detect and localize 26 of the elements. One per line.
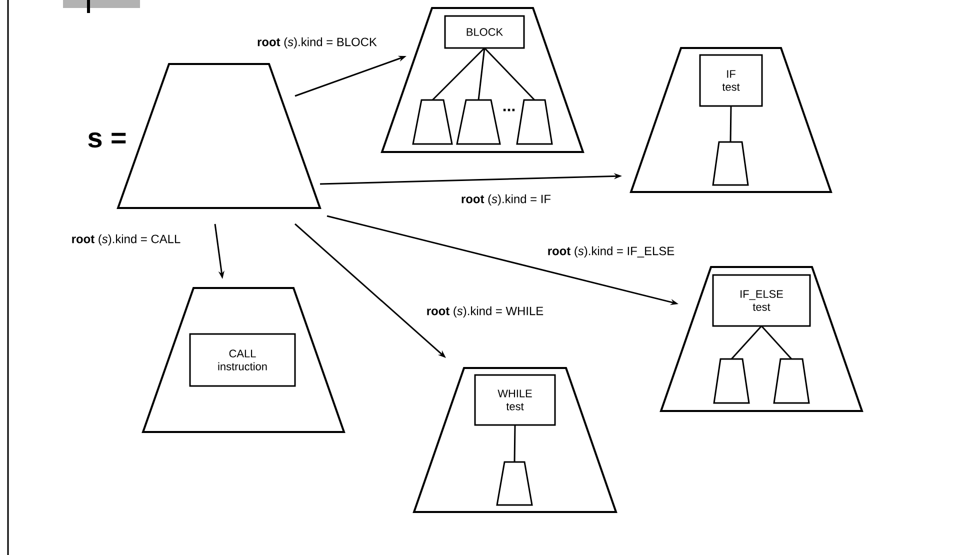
statement-box: CALL instruction	[189, 333, 296, 387]
subtree-trapezoid	[712, 141, 749, 186]
subtree-trapezoid	[496, 461, 533, 506]
edge-label: root (s).kind = IF_ELSE	[546, 245, 676, 259]
subtree-trapezoid	[412, 99, 453, 145]
subtree-trapezoid	[773, 358, 810, 404]
tree-line	[432, 47, 486, 101]
tree-line	[484, 47, 536, 101]
ellipsis: ...	[503, 108, 515, 112]
tree-line	[730, 326, 762, 360]
equation-label: s =	[88, 132, 126, 148]
statement-box: IF_ELSE test	[712, 274, 811, 327]
edge-label: root (s).kind = WHILE	[425, 305, 545, 319]
tree-line	[478, 48, 486, 100]
statement-box: BLOCK	[444, 15, 525, 49]
edge-label: root (s).kind = IF	[460, 193, 552, 207]
tree-line	[760, 326, 792, 360]
statement-box: IF test	[699, 54, 763, 107]
statement-box: WHILE test	[474, 374, 556, 426]
subtree-trapezoid	[713, 358, 750, 404]
tree-line	[514, 424, 516, 462]
edge-label: root (s).kind = CALL	[70, 233, 182, 247]
subtree-trapezoid	[456, 99, 501, 145]
subtree-trapezoid	[516, 99, 553, 145]
edge-label: root (s).kind = BLOCK	[256, 36, 378, 50]
tree-line	[730, 106, 732, 142]
